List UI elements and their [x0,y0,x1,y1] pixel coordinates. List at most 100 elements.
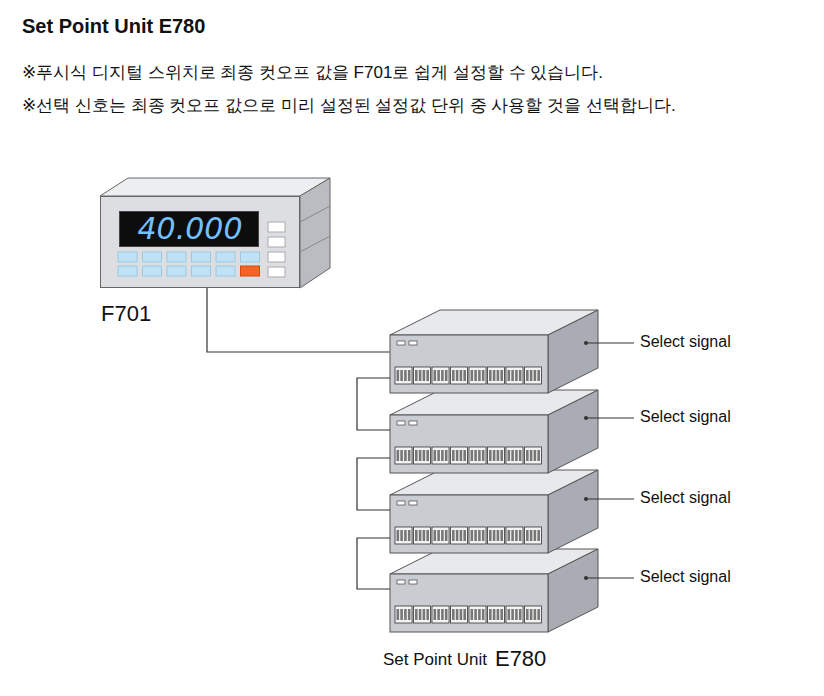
terminal [474,530,477,541]
housing-front [100,196,300,288]
terminal [534,609,537,620]
terminal-block [432,527,449,544]
housing-ridge [300,236,330,252]
terminal-block [488,606,505,623]
indicator-housing: F70140.000 [100,196,300,288]
terminal [456,450,459,461]
terminal [530,530,533,541]
terminal [508,609,511,620]
terminal [519,530,522,541]
terminal-block [432,606,449,623]
terminal [397,530,400,541]
key [167,266,186,276]
terminal [515,370,518,381]
terminal [437,609,440,620]
terminal [482,609,485,620]
terminal [400,530,403,541]
signal-name: Select signal [640,568,731,586]
terminal-block [451,367,468,384]
indicator [409,501,417,505]
terminal [445,450,448,461]
housing-side [300,178,330,288]
terminal [423,450,426,461]
leader-line [586,578,634,579]
terminal [515,530,518,541]
unit-side [548,390,598,473]
terminal [489,450,492,461]
terminal-block [506,447,523,464]
terminal-block [395,367,412,384]
terminal [437,450,440,461]
terminal [497,450,500,461]
terminal [452,370,455,381]
key [143,252,162,262]
indicator [397,341,405,345]
terminal-block [414,447,431,464]
terminal [434,370,437,381]
indicator [409,421,417,425]
terminal [456,530,459,541]
terminal [526,530,529,541]
terminal [456,370,459,381]
terminal [415,609,418,620]
terminal [400,450,403,461]
terminal [408,450,411,461]
terminal [423,370,426,381]
terminal [500,370,503,381]
terminal [519,450,522,461]
terminal [493,450,496,461]
terminal [423,609,426,620]
terminal [437,530,440,541]
housing-ridge [300,206,330,222]
terminal [497,609,500,620]
terminal [511,530,514,541]
terminal [511,609,514,620]
terminal [445,370,448,381]
terminal [426,370,429,381]
device-name: F701 [101,301,151,326]
indicator [409,580,417,584]
terminal [419,609,422,620]
terminal [445,530,448,541]
terminal [463,609,466,620]
buttons [268,222,285,277]
terminal [482,530,485,541]
model-name: E780 [495,646,546,671]
keypad [118,252,260,276]
terminal [537,370,540,381]
terminal [511,450,514,461]
set-point-unit [390,549,598,632]
note: ※푸시식 디지털 스위치로 최종 컷오프 값을 F701로 쉽게 설정할 수 있… [22,63,603,83]
terminal [478,450,481,461]
terminal [463,450,466,461]
indicator [397,501,405,505]
unit-front [390,415,548,473]
terminal-block [488,447,505,464]
note: ※선택 신호는 최종 컷오프 값으로 미리 설정된 설정값 단위 중 사용할 것… [22,96,676,116]
terminal [482,370,485,381]
terminal [515,609,518,620]
signal-name: Select signal [640,489,731,507]
unit-side [548,470,598,553]
key [118,266,137,276]
terminal [426,530,429,541]
terminal [478,530,481,541]
terminal [519,370,522,381]
terminal [397,370,400,381]
terminal [400,609,403,620]
key [268,222,285,232]
terminal-block [506,606,523,623]
terminal [463,530,466,541]
terminal [534,450,537,461]
terminal-block [469,527,486,544]
terminal [452,609,455,620]
key [192,266,211,276]
leader-line [586,418,634,419]
indicator [409,341,417,345]
terminal [419,530,422,541]
terminal [478,609,481,620]
unit-stack [390,310,598,632]
terminal [452,450,455,461]
terminal-block [395,447,412,464]
key [167,252,186,262]
